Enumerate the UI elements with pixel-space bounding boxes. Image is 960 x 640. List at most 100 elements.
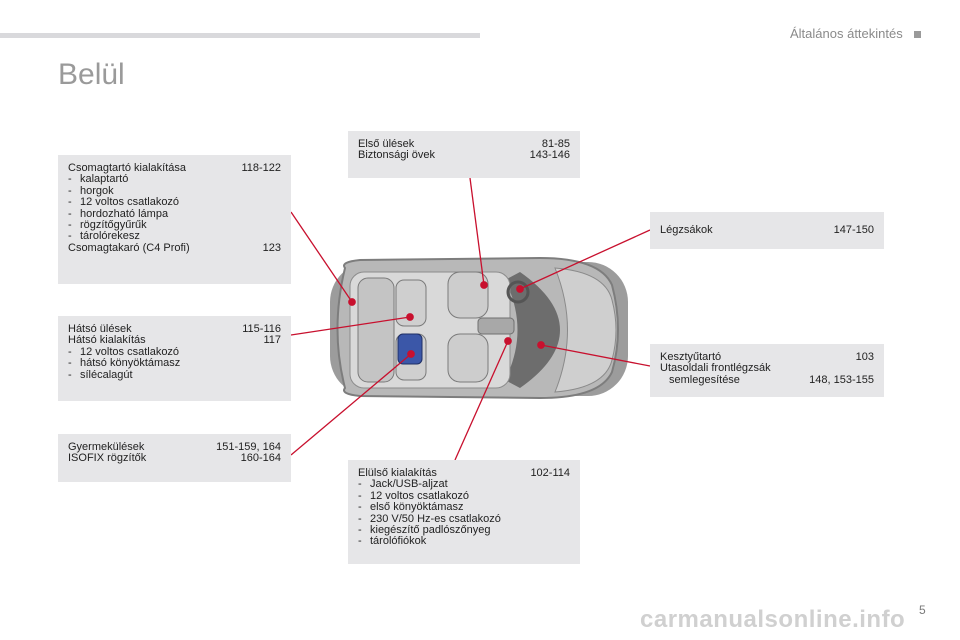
label: Hátsó ülések: [68, 323, 132, 335]
label: Hátsó kialakítás: [68, 334, 146, 347]
box-child-seats: Gyermekülések 151-159, 164 ISOFIX rögzít…: [58, 434, 291, 482]
pages: 103: [855, 351, 874, 363]
box-glovebox: Kesztyűtartó 103 Utasoldali frontlégzsák…: [650, 344, 884, 397]
label: Biztonsági övek: [358, 149, 436, 162]
dash: -: [68, 345, 72, 358]
rear-seat-left: [395, 279, 427, 327]
label: Csomagtakaró (C4 Profi): [68, 241, 190, 254]
row-title: Gyermekülések 151-159, 164: [68, 441, 281, 453]
box-airbags: Légzsákok 147-150: [650, 212, 884, 249]
leader-dot-elso: [480, 281, 488, 289]
label: Csomagtartó kialakítása: [68, 162, 186, 174]
dash: -: [68, 219, 72, 232]
list-item: -230 V/50 Hz-es csatlakozó: [358, 512, 501, 525]
box-front-layout: Elülső kialakítás 102-114 -Jack/USB-aljz…: [348, 460, 580, 564]
dash: -: [358, 501, 362, 514]
label: Gyermekülések: [68, 441, 145, 453]
dash: -: [68, 196, 72, 209]
list-item: -12 voltos csatlakozó: [358, 489, 470, 502]
dash: -: [68, 368, 72, 381]
label: Első ülések: [358, 138, 415, 150]
list-item: -tárolórekesz: [68, 230, 140, 243]
list-item: -rögzítőgyűrűk: [68, 219, 147, 232]
list-item: -első könyöktámasz: [358, 501, 464, 514]
row-title: Kesztyűtartó 103: [660, 351, 874, 363]
pages: 102-114: [530, 467, 570, 479]
dash: -: [68, 207, 72, 220]
row-title: Elülső kialakítás 102-114: [358, 467, 570, 479]
watermark: carmanualsonline.info: [640, 606, 906, 633]
label: ISOFIX rögzítők: [68, 452, 147, 465]
section-marker: [914, 31, 921, 38]
steering-wheel: [506, 280, 530, 304]
row-line3: semlegesítése 148, 153-155: [660, 373, 874, 386]
list-item: -hátsó könyöktámasz: [68, 357, 181, 370]
list-item: -tárolófiókok: [358, 535, 427, 548]
row-title: Csomagtartó kialakítása 118-122: [68, 162, 281, 174]
list-item: -kalaptartó: [68, 173, 129, 186]
row-extra: Csomagtakaró (C4 Profi) 123: [68, 241, 281, 254]
box-front-seats: Első ülések 81-85 Biztonsági övek 143-14…: [348, 131, 580, 178]
page-title: Belül: [58, 58, 125, 91]
pages: 143-146: [529, 149, 570, 162]
label: Légzsákok: [660, 224, 713, 236]
front-seat-driver: [447, 271, 489, 319]
leader-lines: [290, 177, 651, 461]
dash: -: [358, 524, 362, 537]
rear-seat-bench: [357, 277, 395, 383]
dash: -: [68, 230, 72, 243]
label: Elülső kialakítás: [358, 467, 437, 479]
dash: -: [68, 184, 72, 197]
front-seat-passenger: [447, 333, 489, 383]
list-item: -Jack/USB-aljzat: [358, 478, 448, 491]
page-number: 5: [919, 603, 926, 617]
label: semlegesítése: [669, 373, 740, 386]
dash: -: [358, 478, 362, 491]
leader-dot-elulso: [504, 337, 512, 345]
row-title2: ISOFIX rögzítők 160-164: [68, 452, 281, 465]
pages: 160-164: [240, 452, 281, 465]
list-item: -hordozható lámpa: [68, 207, 169, 220]
pages: 81-85: [541, 138, 570, 150]
list-item: -12 voltos csatlakozó: [68, 345, 180, 358]
pages: 148, 153-155: [809, 373, 874, 386]
leader-dot-csomagtarto: [348, 298, 356, 306]
leader-kesztyu: [540, 344, 651, 367]
leader-hatso: [290, 316, 411, 336]
pages: 117: [263, 334, 281, 347]
leader-dot-kesztyu: [537, 341, 545, 349]
leader-dot-hatso: [406, 313, 414, 321]
row-title2: Hátsó kialakítás 117: [68, 334, 281, 347]
section-title: Általános áttekintés: [790, 26, 903, 41]
row-title: Légzsákok 147-150: [660, 224, 874, 236]
dash: -: [68, 357, 72, 370]
row-title: Hátsó ülések 115-116: [68, 323, 281, 335]
pages: 151-159, 164: [216, 441, 281, 453]
pages: 147-150: [833, 224, 874, 236]
label: Kesztyűtartó: [660, 351, 722, 363]
pages: 123: [262, 241, 281, 254]
leader-csomagtarto: [290, 211, 353, 303]
center-console: [477, 317, 515, 335]
dash: -: [358, 489, 362, 502]
dash: -: [68, 173, 72, 186]
row-title2: Biztonsági övek 143-146: [358, 149, 570, 162]
leader-legzsak: [519, 229, 651, 290]
line2: Utasoldali frontlégzsák: [660, 362, 771, 375]
leader-dot-legzsak: [516, 285, 524, 293]
dash: -: [358, 535, 362, 548]
list-item: -sílécalagút: [68, 368, 133, 381]
header-bar: [0, 33, 480, 38]
pages: 115-116: [242, 323, 281, 335]
child-seat: [397, 333, 423, 365]
leader-elulso: [454, 340, 509, 461]
list-item: -horgok: [68, 184, 114, 197]
car-hood: [554, 267, 617, 393]
row-title: Első ülések 81-85: [358, 138, 570, 150]
list-item: -kiegészítő padlószőnyeg: [358, 524, 491, 537]
pages: 118-122: [241, 162, 281, 174]
leader-gyermek: [290, 353, 412, 456]
box-rear-seats: Hátsó ülések 115-116 Hátsó kialakítás 11…: [58, 316, 291, 401]
leader-dot-gyermek: [407, 350, 415, 358]
